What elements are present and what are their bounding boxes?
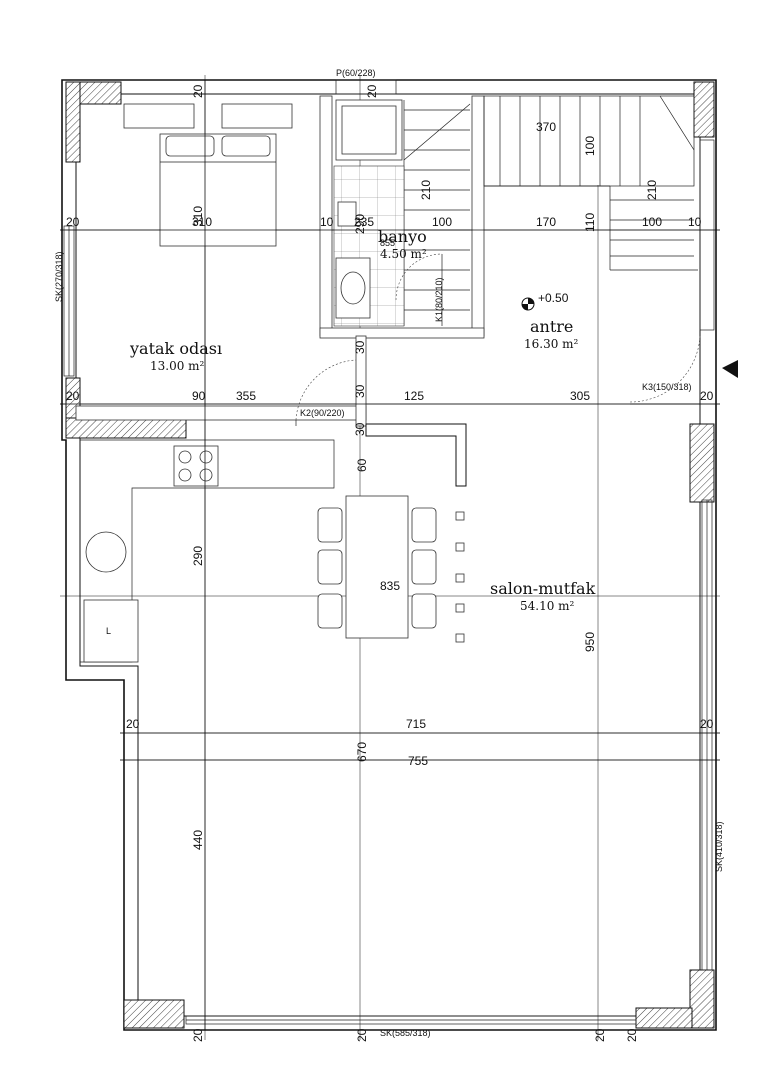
dim-row2-4: 305 <box>570 389 590 403</box>
dim-v-30-a: 30 <box>353 340 367 354</box>
dim-row1-7: 10 <box>688 215 702 229</box>
room-area-entry: 16.30 m² <box>524 337 579 351</box>
room-name-entry: antre <box>530 317 573 336</box>
dim-v-310: 310 <box>191 206 205 226</box>
dim-v-950: 950 <box>583 632 597 652</box>
dim-v-30-b: 30 <box>353 384 367 398</box>
bathroom-fixtures <box>333 99 443 327</box>
room-area-bathroom: 4.50 m² <box>380 247 427 261</box>
dim-row3-0: 20 <box>126 717 140 731</box>
dim-row1-3: 235 <box>354 215 374 229</box>
column-mid-left <box>65 417 187 439</box>
bedroom-door-swing <box>295 359 357 421</box>
dim-v-855: 855 <box>380 238 395 248</box>
room-name-bathroom: banyo <box>378 227 427 246</box>
dim-v-290-bath: 290 <box>353 214 367 234</box>
window-label-sk-left: SK(270/318) <box>54 251 64 302</box>
dim-v-670: 670 <box>355 742 369 762</box>
dim-bottom-20-a: 20 <box>191 1028 205 1042</box>
dim-top-20-left: 20 <box>191 84 205 98</box>
window-label-sk-bottom: SK(585/318) <box>380 1028 431 1038</box>
dining-table <box>345 495 409 639</box>
door-label-k3: K3(150/318) <box>642 382 692 392</box>
dim-row1-4: 100 <box>432 215 452 229</box>
dim-row1-6: 100 <box>642 215 662 229</box>
window-label-sk-right: SK(410/318) <box>714 821 724 872</box>
dim-h-835: 835 <box>380 579 400 593</box>
dim-h-755: 755 <box>408 754 428 768</box>
fridge-label: L <box>106 626 111 636</box>
double-bed <box>123 103 293 247</box>
entry-door-swing <box>629 335 701 403</box>
level-marker: +0.50 <box>521 291 569 311</box>
dim-row3-1: 715 <box>406 717 426 731</box>
dim-row2-2: 355 <box>236 389 256 403</box>
door-label-k1: K1(80/210) <box>434 277 444 322</box>
dim-v-60: 60 <box>355 458 369 472</box>
dim-v-290-kitchen: 290 <box>191 546 205 566</box>
dim-row2-5: 20 <box>700 389 714 403</box>
dim-bottom-20-c: 20 <box>593 1028 607 1042</box>
entry-arrow-icon <box>722 360 738 378</box>
dim-top-20-right: 20 <box>365 84 379 98</box>
dim-v-30-c: 30 <box>353 422 367 436</box>
dim-row1-2: 10 <box>320 215 334 229</box>
dim-row2-0: 20 <box>66 389 80 403</box>
dim-v-440: 440 <box>191 830 205 850</box>
kitchen-sink <box>85 531 127 573</box>
room-name-bedroom: yatak odası <box>129 339 222 358</box>
exterior-walls <box>61 79 717 1031</box>
dim-stair-100: 100 <box>583 136 597 156</box>
room-name-living-kitchen: salon-mutfak <box>490 579 596 598</box>
dim-stair-370: 370 <box>536 120 556 134</box>
dim-row3-2: 20 <box>700 717 714 731</box>
dim-stair-210-b: 210 <box>645 180 659 200</box>
room-area-bedroom: 13.00 m² <box>150 359 205 373</box>
dimension-lines <box>60 80 720 1030</box>
dim-row2-1: 90 <box>192 389 206 403</box>
column-right <box>689 423 715 503</box>
dim-stair-210-a: 210 <box>419 180 433 200</box>
cooktop <box>173 445 219 487</box>
column-bottom-left <box>123 999 185 1029</box>
door-label-k2: K2(90/220) <box>300 408 345 418</box>
column-bottom-right <box>689 969 715 1029</box>
dim-v-110: 110 <box>583 213 597 232</box>
room-area-living-kitchen: 54.10 m² <box>520 599 575 613</box>
level-value: +0.50 <box>538 291 569 305</box>
dim-bottom-20-b: 20 <box>355 1028 369 1042</box>
column-top-right <box>693 81 715 138</box>
window-label-p: P(60/228) <box>336 68 376 78</box>
small-markers <box>455 511 465 643</box>
dim-row1-5: 170 <box>536 215 556 229</box>
toilet <box>337 201 357 227</box>
dining-set <box>317 495 437 639</box>
kitchen: L <box>80 439 335 663</box>
interior-walls <box>75 95 698 487</box>
refrigerator <box>83 599 139 663</box>
dim-bottom-20-d: 20 <box>625 1028 639 1042</box>
dim-row1-0: 20 <box>66 215 80 229</box>
dim-row1-1: 310 <box>192 215 212 229</box>
dim-row2-3: 125 <box>404 389 424 403</box>
windows <box>63 79 715 1025</box>
